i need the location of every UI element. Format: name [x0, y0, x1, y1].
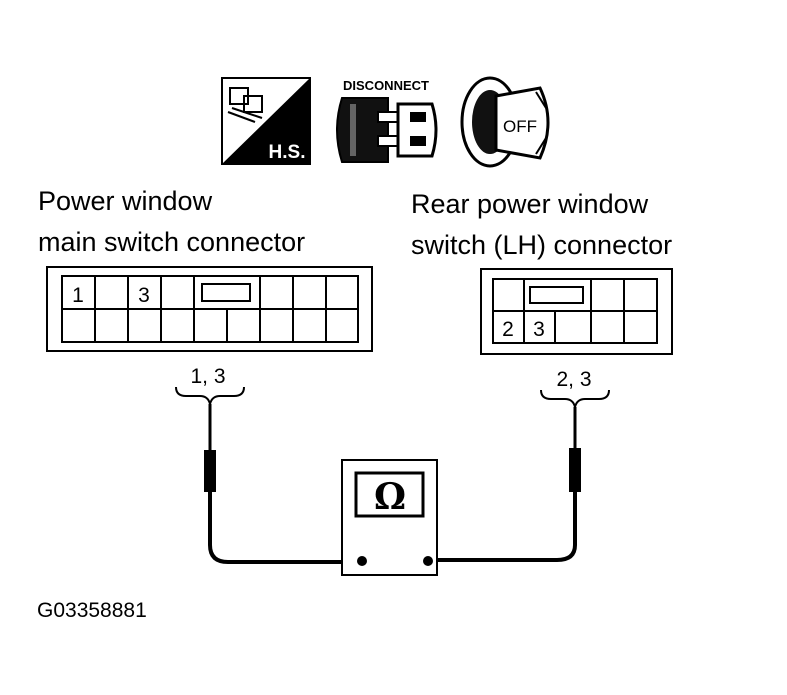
meter-terminal-negative	[357, 556, 367, 566]
right-connector-title-line1: Rear power window	[411, 189, 649, 219]
disconnect-connector-icon: DISCONNECT	[336, 78, 438, 163]
left-pin-3: 3	[138, 284, 150, 307]
right-probe	[433, 407, 581, 562]
right-pin-2: 2	[502, 318, 514, 341]
right-pin-3: 3	[533, 318, 545, 341]
ohmmeter: Ω	[341, 459, 438, 576]
left-connector-face: 1 3	[46, 266, 373, 352]
left-connector-title-line2: main switch connector	[38, 227, 305, 257]
ohm-symbol: Ω	[374, 476, 406, 518]
ignition-key-off-icon: OFF	[460, 76, 550, 168]
left-pin-1: 1	[72, 284, 84, 307]
right-connector-face: 2 3	[480, 268, 673, 355]
figure-code: G03358881	[37, 599, 147, 622]
harness-label: H.S.	[269, 142, 306, 163]
meter-terminal-positive	[423, 556, 433, 566]
ignition-label: OFF	[503, 117, 537, 136]
left-probe	[204, 404, 345, 564]
right-connector-title-line2: switch (LH) connector	[411, 230, 672, 260]
right-brace	[540, 389, 610, 408]
left-brace	[175, 386, 245, 405]
left-probe-label: 1, 3	[190, 365, 225, 388]
right-probe-label: 2, 3	[556, 368, 591, 391]
disconnect-label: DISCONNECT	[343, 78, 429, 93]
left-connector-title-line1: Power window	[38, 186, 213, 216]
harness-check-icon: H.S.	[221, 77, 311, 165]
